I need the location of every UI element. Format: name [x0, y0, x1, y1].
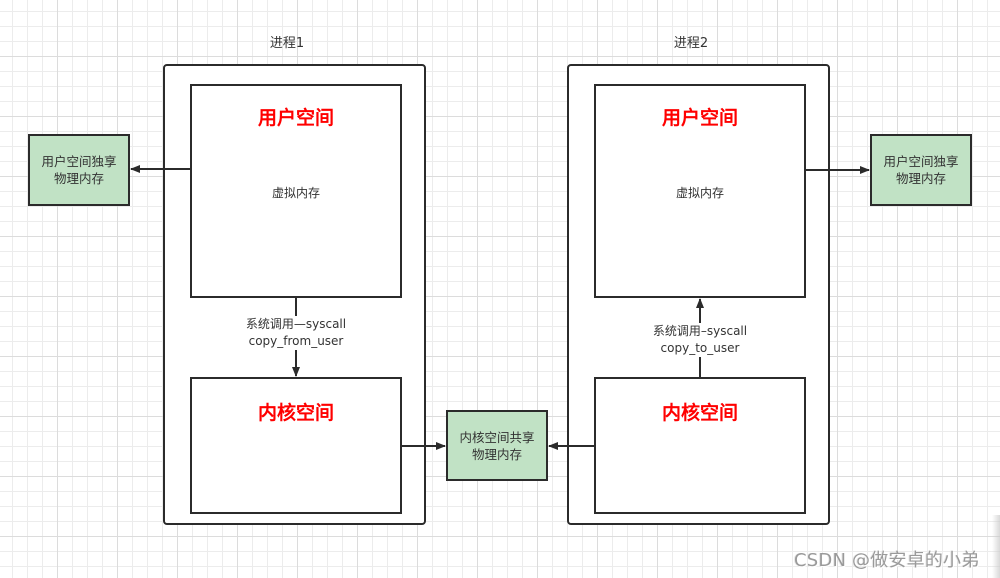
process2-user-space[interactable]: 用户空间 虚拟内存 — [594, 84, 806, 298]
process1-user-space[interactable]: 用户空间 虚拟内存 — [190, 84, 402, 298]
process2-kernel-space-title: 内核空间 — [661, 402, 738, 424]
right-private-memory-line2: 物理内存 — [895, 171, 946, 186]
process2-syscall-line2: copy_to_user — [660, 341, 740, 355]
right-private-memory-line1: 用户空间独享 — [883, 154, 959, 169]
csdn-watermark: CSDN @做安卓的小弟 — [794, 550, 980, 571]
process1-title: 进程1 — [269, 36, 305, 51]
shared-kernel-memory-line1: 内核空间共享 — [459, 429, 535, 445]
process1-virtual-memory-label: 虚拟内存 — [271, 186, 320, 200]
process2-user-space-title: 用户空间 — [661, 107, 738, 129]
shared-kernel-physical-memory[interactable]: 内核空间共享 物理内存 — [446, 410, 548, 481]
left-private-memory-line1: 用户空间独享 — [41, 154, 117, 169]
left-private-memory-line2: 物理内存 — [53, 171, 104, 186]
process2-virtual-memory-label: 虚拟内存 — [675, 186, 724, 200]
process1-user-space-title: 用户空间 — [257, 107, 334, 129]
right-edge-shadow — [992, 515, 1000, 578]
process1-kernel-space[interactable]: 内核空间 — [190, 377, 402, 514]
left-private-physical-memory[interactable]: 用户空间独享 物理内存 — [28, 134, 130, 206]
process2-syscall-line1: 系统调用–syscall — [652, 324, 748, 338]
process1-syscall-line2: copy_from_user — [248, 334, 344, 348]
process2-syscall-label: 系统调用–syscall copy_to_user — [640, 323, 760, 357]
shared-kernel-memory-line2: 物理内存 — [471, 446, 522, 462]
process1-kernel-space-title: 内核空间 — [257, 402, 334, 424]
process2-title: 进程2 — [673, 36, 709, 51]
process1-syscall-line1: 系统调用—syscall — [245, 317, 347, 331]
process2-kernel-space[interactable]: 内核空间 — [594, 377, 806, 514]
process1-syscall-label: 系统调用—syscall copy_from_user — [236, 316, 356, 350]
right-private-physical-memory[interactable]: 用户空间独享 物理内存 — [870, 134, 972, 206]
